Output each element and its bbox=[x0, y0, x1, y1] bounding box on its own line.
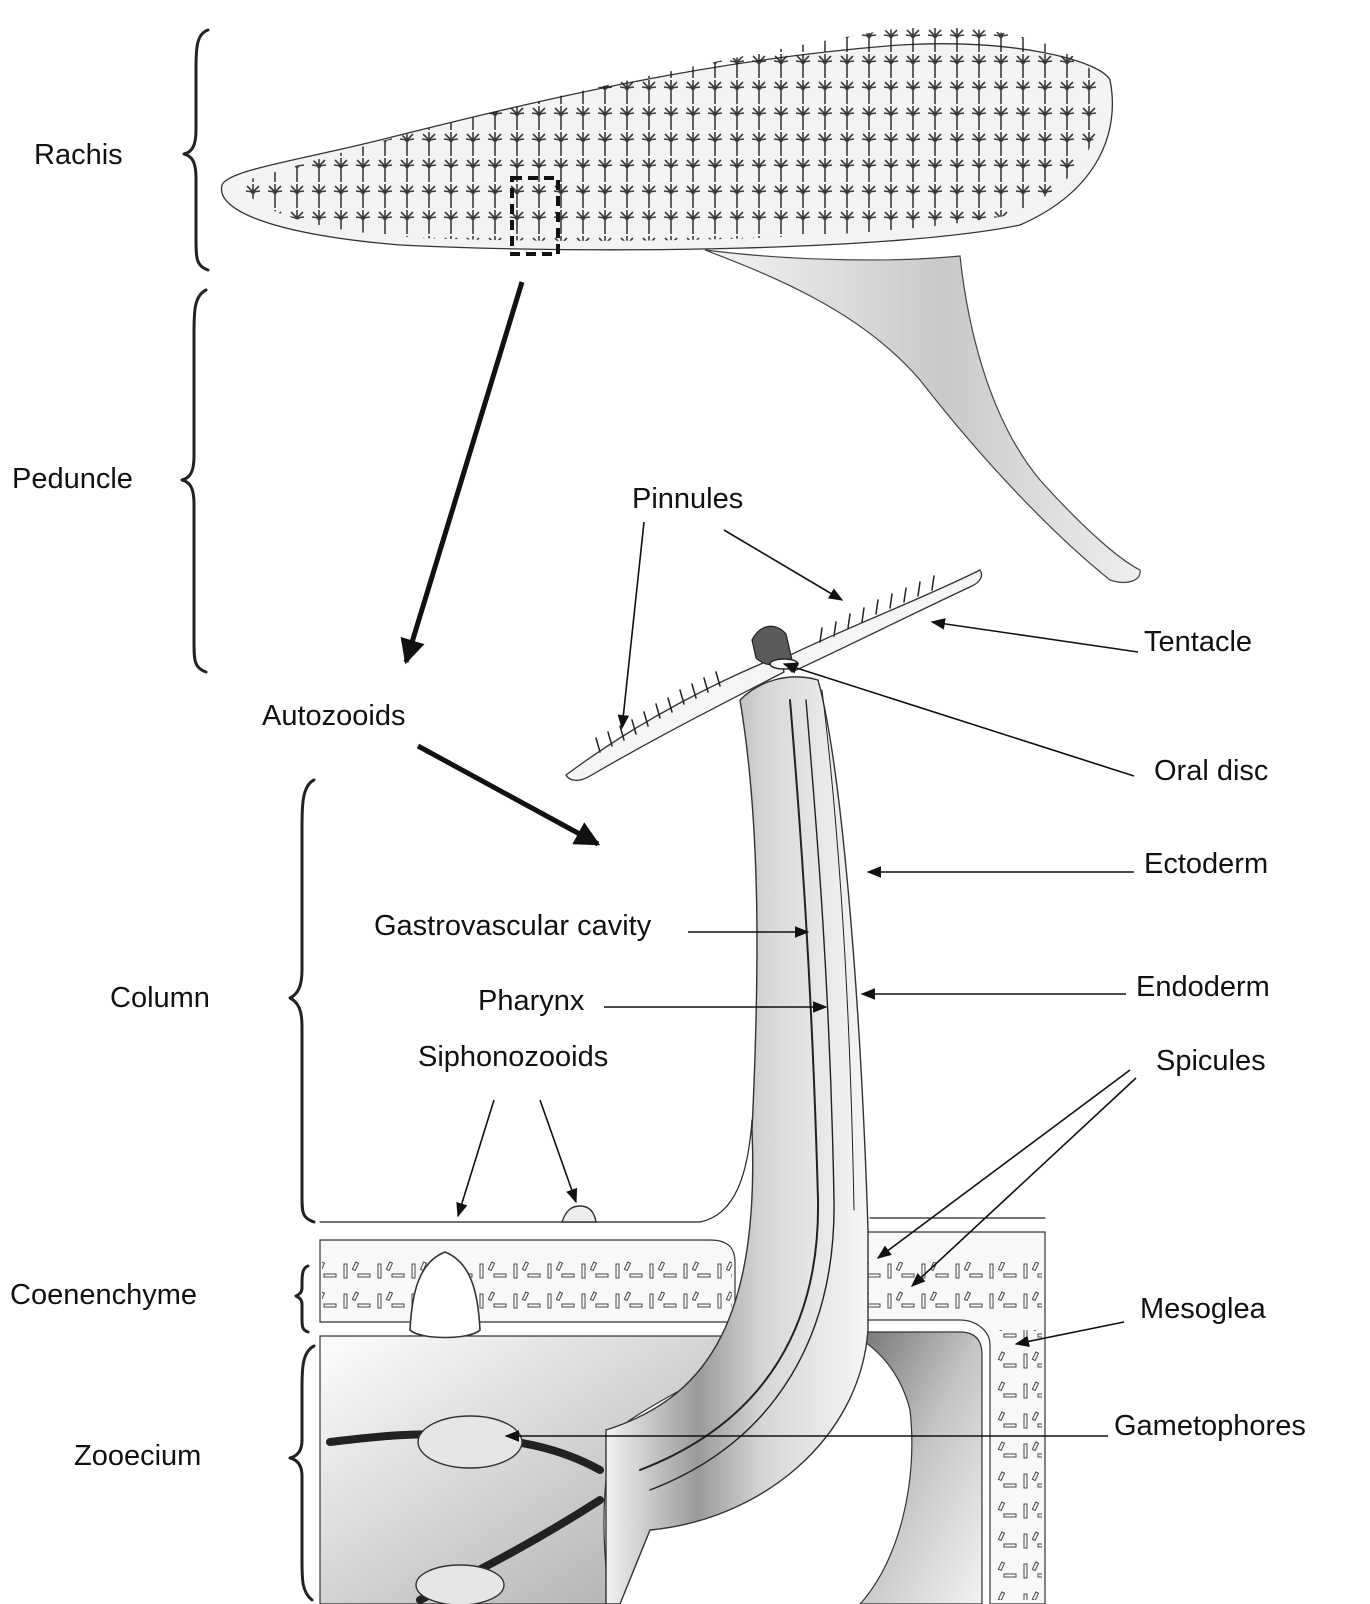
colony-surface bbox=[320, 1120, 1045, 1222]
siphonozooids-leader-right bbox=[540, 1100, 576, 1202]
autozooids-label: Autozooids bbox=[262, 702, 406, 731]
gametophores-label: Gametophores bbox=[1114, 1412, 1306, 1441]
endoderm-label: Endoderm bbox=[1136, 973, 1270, 1002]
autozooid-column-outer bbox=[606, 677, 868, 1604]
pinnules-leader-right bbox=[724, 530, 842, 600]
pharynx-label: Pharynx bbox=[478, 987, 584, 1016]
column-label: Column bbox=[110, 984, 210, 1013]
gametophore-cluster-lower bbox=[416, 1565, 504, 1604]
oral-disc-leader bbox=[784, 664, 1134, 776]
tentacle-label: Tentacle bbox=[1144, 628, 1252, 657]
peduncle-label: Peduncle bbox=[12, 465, 133, 494]
pinnules-label: Pinnules bbox=[632, 485, 743, 514]
ectoderm-label: Ectoderm bbox=[1144, 850, 1268, 879]
brace-group bbox=[182, 30, 314, 1600]
gastrovascular-cavity-label: Gastrovascular cavity bbox=[374, 912, 651, 941]
cross-section bbox=[320, 570, 1045, 1604]
mesoglea-spicules-lower bbox=[994, 1330, 1042, 1600]
mesoglea-label: Mesoglea bbox=[1140, 1295, 1266, 1324]
siphonozooid-surface bbox=[562, 1206, 596, 1222]
siphonozooids-label: Siphonozooids bbox=[418, 1043, 608, 1072]
gametophore-cluster-upper bbox=[418, 1416, 522, 1468]
rachis-brace bbox=[184, 30, 208, 270]
autozooids-to-polyp-arrow bbox=[418, 746, 598, 844]
rachis-label: Rachis bbox=[34, 141, 123, 170]
coenenchyme-label: Coenenchyme bbox=[10, 1281, 197, 1310]
zoom-arrows bbox=[406, 282, 598, 844]
spicules-leader-a bbox=[878, 1070, 1130, 1258]
zooecium-brace bbox=[290, 1346, 314, 1600]
zooecium-chamber-right bbox=[848, 1332, 982, 1604]
peduncle-stalk bbox=[705, 250, 1140, 582]
peduncle-brace bbox=[182, 290, 206, 672]
rachis-to-autozooids-arrow bbox=[406, 282, 522, 662]
zooecium-label: Zooecium bbox=[74, 1442, 201, 1471]
pinnules-leader-left bbox=[622, 522, 644, 728]
spicules-label: Spicules bbox=[1156, 1047, 1266, 1076]
siphonozooids-leader-left bbox=[458, 1100, 494, 1216]
tentacle-leader bbox=[932, 622, 1138, 652]
coenenchyme-brace bbox=[296, 1266, 308, 1332]
tentacle-right bbox=[780, 570, 982, 672]
mesoglea-spicules bbox=[864, 1262, 1042, 1314]
oral-disc-label: Oral disc bbox=[1154, 757, 1268, 786]
rachis-polyps bbox=[240, 27, 1101, 241]
column-brace bbox=[290, 780, 314, 1222]
coenenchyme-spicules bbox=[322, 1258, 732, 1318]
